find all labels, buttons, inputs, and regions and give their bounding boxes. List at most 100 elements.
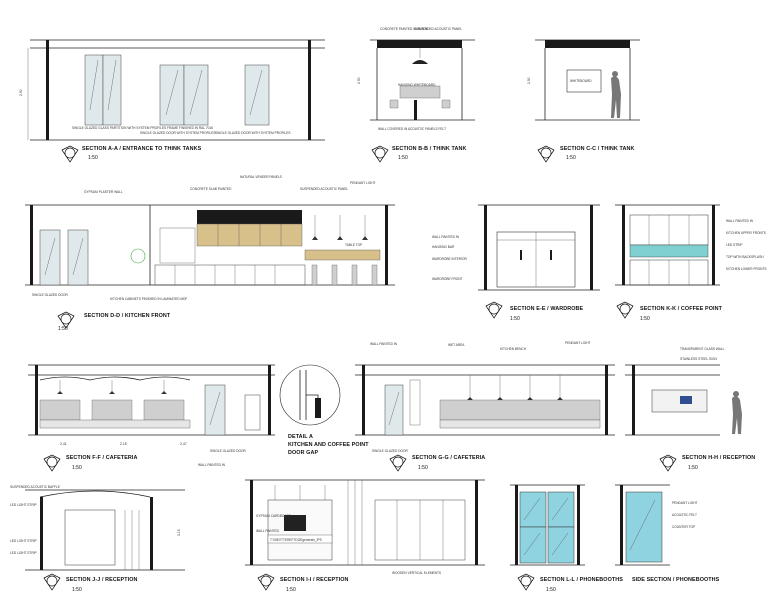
note-k-4: TOP WITH BACKSPLASH — [726, 255, 764, 259]
note-i-2: WALL PAINTED — [256, 529, 280, 533]
section-a-a: 2.90 SINGLE GLAZED GLASS PARTITION WITH … — [19, 39, 325, 163]
d-door-2 — [67, 229, 89, 286]
note-side-1: PENDANT LIGHT — [672, 501, 697, 505]
section-marker-k — [616, 301, 634, 319]
section-marker-l — [517, 573, 535, 591]
d-door-1 — [39, 229, 61, 286]
section-marker-d — [57, 311, 75, 329]
note-d-6: TABLE TOP — [345, 243, 362, 247]
section-f-f: 2.41 2.15 2.47 SINGLE GLAZED DOOR WALL P… — [28, 364, 275, 472]
scale-g: 1:50 — [418, 465, 428, 471]
section-j-j: SUSPENDED ACOUSTIC BAFFLE LED LIGHT STRI… — [10, 485, 185, 593]
section-b-b: CONCRETE PAINTED IN BLACK SUSPENDED ACOU… — [357, 27, 475, 163]
subtitle-detail: KITCHEN AND COFFEE POINT — [288, 442, 369, 448]
note-b-3: HANGING WHITEBOARD — [398, 83, 436, 87]
glass-door-2 — [102, 54, 122, 126]
note-g-1: WALL PAINTED IN — [370, 342, 398, 346]
section-l-l: SECTION L-L / PHONEBOOTHS 1:50 — [510, 484, 623, 593]
section-e-e: WALL PAINTED IN HANGING BAR WARDROBE INT… — [432, 204, 600, 322]
section-marker-a — [61, 145, 79, 163]
scale-f: 1:50 — [72, 465, 82, 471]
scale-a: 1:50 — [88, 155, 98, 161]
title-k: SECTION K-K / COFFEE POINT — [640, 306, 723, 312]
title-i: SECTION I-I / RECEPTION — [280, 577, 349, 583]
scale-e: 1:50 — [510, 316, 520, 322]
section-h-h: TRANSPARENT GLASS WALL STAINLESS STEEL S… — [625, 347, 755, 472]
scale-i: 1:50 — [286, 587, 296, 593]
g-door — [384, 384, 404, 436]
note-d-2: CONCRETE SLAB PAINTED — [190, 187, 232, 191]
note-g-5: SINGLE GLAZED DOOR — [372, 449, 408, 453]
note-i-3: WOODEN VERTICAL ELEMENTS — [392, 571, 441, 575]
title-b: SECTION B-B / THINK TANK — [392, 146, 466, 152]
section-marker-e — [485, 301, 503, 319]
title-j: SECTION J-J / RECEPTION — [66, 577, 138, 583]
glass-panel-2 — [183, 64, 209, 126]
note-d-7: SINGLE GLAZED DOOR — [32, 293, 68, 297]
scale-h: 1:50 — [688, 465, 698, 471]
screen-text: 7"X5EVTTEREFTDOEgeneratn_IPS — [270, 538, 322, 542]
note-d-3: NATURAL VENEER PANELS — [240, 175, 282, 179]
subtitle2-detail: DOOR GAP — [288, 450, 318, 456]
section-g-g: WALL PAINTED IN WET AREA KITCHEN BENCH P… — [355, 341, 615, 472]
title-a: SECTION A-A / ENTRANCE TO THINK TANKS — [82, 146, 202, 152]
section-marker-f — [43, 454, 61, 472]
scale-c: 1:50 — [566, 155, 576, 161]
section-marker-i — [257, 573, 275, 591]
note-b-1: CONCRETE PAINTED IN BLACK — [380, 27, 429, 31]
note-h-2: STAINLESS STEEL SIGN — [680, 357, 718, 361]
section-marker-b — [371, 145, 389, 163]
note-k-2: KITCHEN UPPER FRONTS — [726, 231, 766, 235]
note-c-1: WHITEBOARD — [570, 79, 592, 83]
section-i-i: 7"X5EVTTEREFTDOEgeneratn_IPS GYPSUM CARD… — [245, 479, 485, 593]
note-k-5: KITCHEN LOWER FRONTS — [726, 267, 767, 271]
dim-f-1: 2.41 — [60, 442, 67, 446]
note-j-2: LED LIGHT STRIP — [10, 503, 37, 507]
note-side-2: ACOUSTIC FELT — [672, 513, 697, 517]
side-section: PENDANT LIGHT ACOUSTIC FELT COUNTER TOP … — [615, 484, 720, 583]
section-marker-j — [43, 573, 61, 591]
section-marker-c — [537, 145, 555, 163]
glass-door-1 — [84, 54, 104, 126]
note-k-1: WALL PAINTED IN — [726, 219, 754, 223]
dim-b-height: 2.90 — [357, 77, 361, 84]
note-f-1: SINGLE GLAZED DOOR — [210, 449, 246, 453]
section-c-c: WHITEBOARD 2.90 SECTION C-C / THINK TANK… — [527, 39, 640, 163]
note-f-2: WALL PAINTED IN — [198, 463, 226, 467]
detail-a: DETAIL A KITCHEN AND COFFEE POINT DOOR G… — [279, 364, 369, 456]
dim-a-height: 2.90 — [19, 89, 23, 96]
note-e-2: HANGING BAR — [432, 245, 455, 249]
note-a-1: SINGLE GLAZED GLASS PARTITION WITH SYSTE… — [72, 126, 213, 130]
note-d-5: PENDANT LIGHT — [350, 181, 375, 185]
note-e-3: WARDROBE INTERIOR — [432, 257, 467, 261]
f-door — [204, 384, 226, 436]
scale-d: 1:50 — [58, 326, 68, 332]
note-b-2: SUSPENDED ACOUSTIC PANEL — [414, 27, 462, 31]
scale-k: 1:50 — [640, 316, 650, 322]
note-i-1: GYPSUM CARDBOARD — [256, 514, 292, 518]
title-h: SECTION H-H / RECEPTION — [682, 455, 755, 461]
note-e-4: WARDROBE FRONT — [432, 277, 463, 281]
note-g-3: KITCHEN BENCH — [500, 347, 527, 351]
title-c: SECTION C-C / THINK TANK — [560, 146, 634, 152]
glass-panel-3 — [244, 64, 270, 126]
title-d: SECTION D-D / KITCHEN FRONT — [84, 313, 171, 319]
title-g: SECTION G-G / CAFETERIA — [412, 455, 485, 461]
section-k-k: WALL PAINTED IN KITCHEN UPPER FRONTS LED… — [615, 204, 767, 322]
note-side-3: COUNTER TOP — [672, 525, 695, 529]
note-j-4: LED LIGHT STRIP — [10, 551, 37, 555]
detail-callout — [130, 248, 146, 264]
title-side: SIDE SECTION / PHONEBOOTHS — [632, 577, 720, 583]
note-a-3: SINGLE GLAZED DOOR WITH SYSTEM PROFILES — [215, 131, 290, 135]
section-marker-g — [389, 454, 407, 472]
scale-j: 1:50 — [72, 587, 82, 593]
tv-screen — [284, 515, 306, 531]
scale-b: 1:50 — [398, 155, 408, 161]
section-d-d: GYPSUM PLASTER WALL CONCRETE SLAB PAINTE… — [25, 175, 395, 332]
note-j-1: SUSPENDED ACOUSTIC BAFFLE — [10, 485, 60, 489]
title-detail: DETAIL A — [288, 434, 313, 440]
note-k-3: LED STRIP — [726, 243, 742, 247]
note-a-2: SINGLE GLAZED DOOR WITH SYSTEM PROFILES — [140, 131, 215, 135]
note-d-1: GYPSUM PLASTER WALL — [84, 190, 123, 194]
